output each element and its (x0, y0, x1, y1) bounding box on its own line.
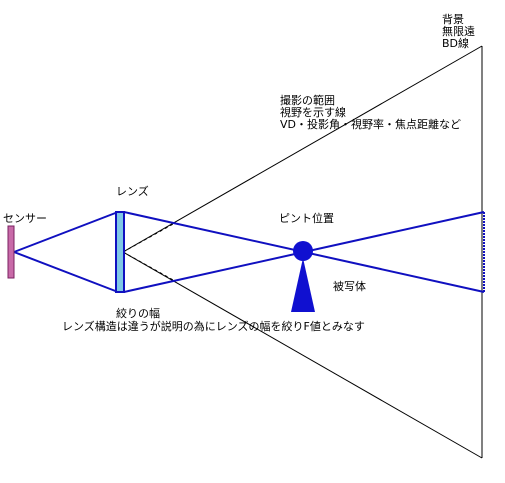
coverage-label-line: 撮影の範囲 (280, 94, 335, 107)
sensor (7, 225, 15, 279)
aperture-label-note: レンズ構造は違うが説明の為にレンズの幅を絞りF値とみなす (62, 320, 365, 333)
sensor-label: センサー (3, 212, 47, 225)
coverage-label-line: VD・投影角・視野率・焦点距離など (280, 118, 461, 131)
focus-position-label: ピント位置 (279, 212, 334, 225)
ray-sensor-to-lens-top (13, 211, 119, 253)
coverage-dashed-upper (122, 222, 176, 253)
coverage-line-lower (122, 251, 483, 459)
subject-label: 被写体 (333, 280, 366, 293)
background-label-line: 無限遠 (442, 25, 475, 38)
background-label: 背景 無限遠 BD線 (442, 14, 475, 50)
lens (115, 211, 125, 293)
subject-body (291, 258, 315, 312)
subject-head (293, 241, 313, 261)
background-label-line: BD線 (442, 37, 470, 50)
coverage-dashed-lower (122, 251, 176, 282)
coverage-label-line: 視野を示す線 (280, 106, 346, 119)
coverage-label: 撮影の範囲 視野を示す線 VD・投影角・視野率・焦点距離など (280, 95, 461, 131)
aperture-label-title: 絞りの幅 (116, 307, 160, 320)
coverage-line-upper (122, 45, 483, 253)
ray-sensor-to-lens-bottom (13, 251, 119, 293)
lens-label: レンズ (116, 185, 149, 198)
background-label-line: 背景 (442, 13, 464, 26)
